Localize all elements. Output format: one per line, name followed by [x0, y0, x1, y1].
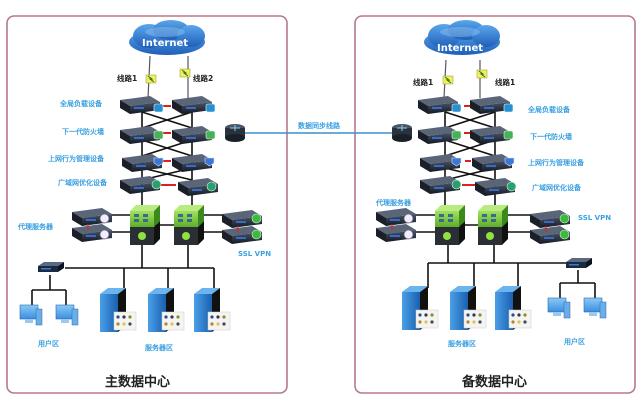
- device-label-behavior-management: 上网行为管理设备: [48, 154, 105, 163]
- wan-link-icon: [179, 68, 191, 78]
- user-zone-label: 用户区: [564, 337, 585, 346]
- proxy-server-pair: [376, 208, 416, 242]
- backup-datacenter: Internet 线路1 线路1: [375, 20, 611, 390]
- core-switch-icon: [478, 205, 508, 245]
- ssl-vpn-label: SSL VPN: [578, 214, 611, 222]
- load-balancer-badge-icon: [451, 103, 462, 113]
- primary-datacenter-title: 主数据中心: [105, 374, 170, 390]
- proxy-server-pair: [72, 208, 112, 242]
- load-balancer-badge-icon: [205, 103, 216, 113]
- vpn-icon: [559, 213, 570, 224]
- router-icon: [391, 123, 413, 143]
- line-label-2: 线路1: [495, 77, 515, 87]
- clock-icon: [403, 229, 414, 240]
- core-switch-icon: [174, 205, 204, 245]
- device-label-load-balancer: 全局负载设备: [59, 99, 103, 108]
- device-label-wan-optimization: 广域网优化设备: [58, 178, 108, 187]
- firewall-pair: [120, 126, 216, 144]
- behavior-management-pair: [122, 154, 215, 172]
- clock-icon: [99, 213, 110, 224]
- primary-datacenter: Internet 线路1 线路2: [17, 20, 271, 390]
- primary-datacenter-frame: [6, 15, 288, 394]
- user-zone-label: 用户区: [38, 339, 59, 348]
- core-switch-icon: [130, 205, 160, 245]
- load-balancer-badge-icon: [153, 103, 164, 113]
- pc-icon: [583, 297, 607, 319]
- internet-label: Internet: [437, 43, 483, 54]
- behavior-management-pair: [420, 154, 515, 172]
- device-label-behavior-management: 上网行为管理设备: [528, 158, 585, 167]
- core-cables: [31, 214, 225, 305]
- router-icon: [224, 123, 246, 143]
- vpn-icon: [251, 213, 262, 224]
- core-switch-icon: [435, 205, 465, 245]
- server-zone-label: 服务器区: [145, 343, 173, 352]
- firewall-badge-icon: [451, 130, 462, 140]
- server-icon: [99, 287, 137, 333]
- globe-icon: [151, 179, 162, 190]
- line-label-1: 线路1: [413, 77, 433, 87]
- wan-link-icon: [476, 69, 488, 79]
- globe-icon: [206, 181, 217, 192]
- access-switch-icon: [38, 262, 64, 272]
- device-label-firewall: 下一代防火墙: [530, 132, 572, 141]
- ha-heartbeat-links: [160, 105, 176, 186]
- pc-icon: [19, 304, 43, 326]
- internet-label: Internet: [142, 38, 188, 49]
- ssl-vpn-pair: [530, 210, 570, 244]
- firewall-badge-icon: [153, 130, 164, 140]
- firewall-badge-icon: [205, 130, 216, 140]
- clock-icon: [99, 229, 110, 240]
- globe-icon: [451, 179, 462, 190]
- device-label-load-balancer: 全局负载设备: [527, 105, 571, 114]
- wan-link-icon: [442, 75, 454, 85]
- server-icon: [401, 285, 439, 331]
- access-switch-icon: [566, 258, 592, 268]
- pc-icon: [55, 304, 79, 326]
- wan-link-icon: [145, 74, 157, 84]
- globe-icon: [506, 181, 517, 192]
- vpn-icon: [559, 229, 570, 240]
- firewall-pair: [418, 126, 514, 144]
- server-icon: [193, 287, 231, 333]
- server-icon: [449, 285, 487, 331]
- server-icon: [147, 287, 185, 333]
- ssl-vpn-label: SSL VPN: [238, 250, 271, 258]
- device-label-wan-optimization: 广域网优化设备: [532, 183, 582, 192]
- backup-datacenter-title: 备数据中心: [461, 374, 527, 390]
- proxy-server-label: 代理服务器: [17, 222, 54, 231]
- vpn-icon: [251, 229, 262, 240]
- server-icon: [494, 285, 532, 331]
- clock-icon: [403, 213, 414, 224]
- server-zone-label: 服务器区: [448, 339, 476, 348]
- firewall-badge-icon: [503, 130, 514, 140]
- line-label-1: 线路1: [117, 73, 137, 83]
- backup-datacenter-frame: [354, 15, 636, 394]
- sync-link-label: 数据同步线路: [298, 121, 341, 130]
- proxy-server-label: 代理服务器: [375, 198, 412, 207]
- pc-icon: [547, 297, 571, 319]
- device-label-firewall: 下一代防火墙: [62, 127, 104, 136]
- ssl-vpn-pair: [222, 210, 262, 244]
- load-balancer-badge-icon: [503, 103, 514, 113]
- line-label-2: 线路2: [193, 73, 213, 83]
